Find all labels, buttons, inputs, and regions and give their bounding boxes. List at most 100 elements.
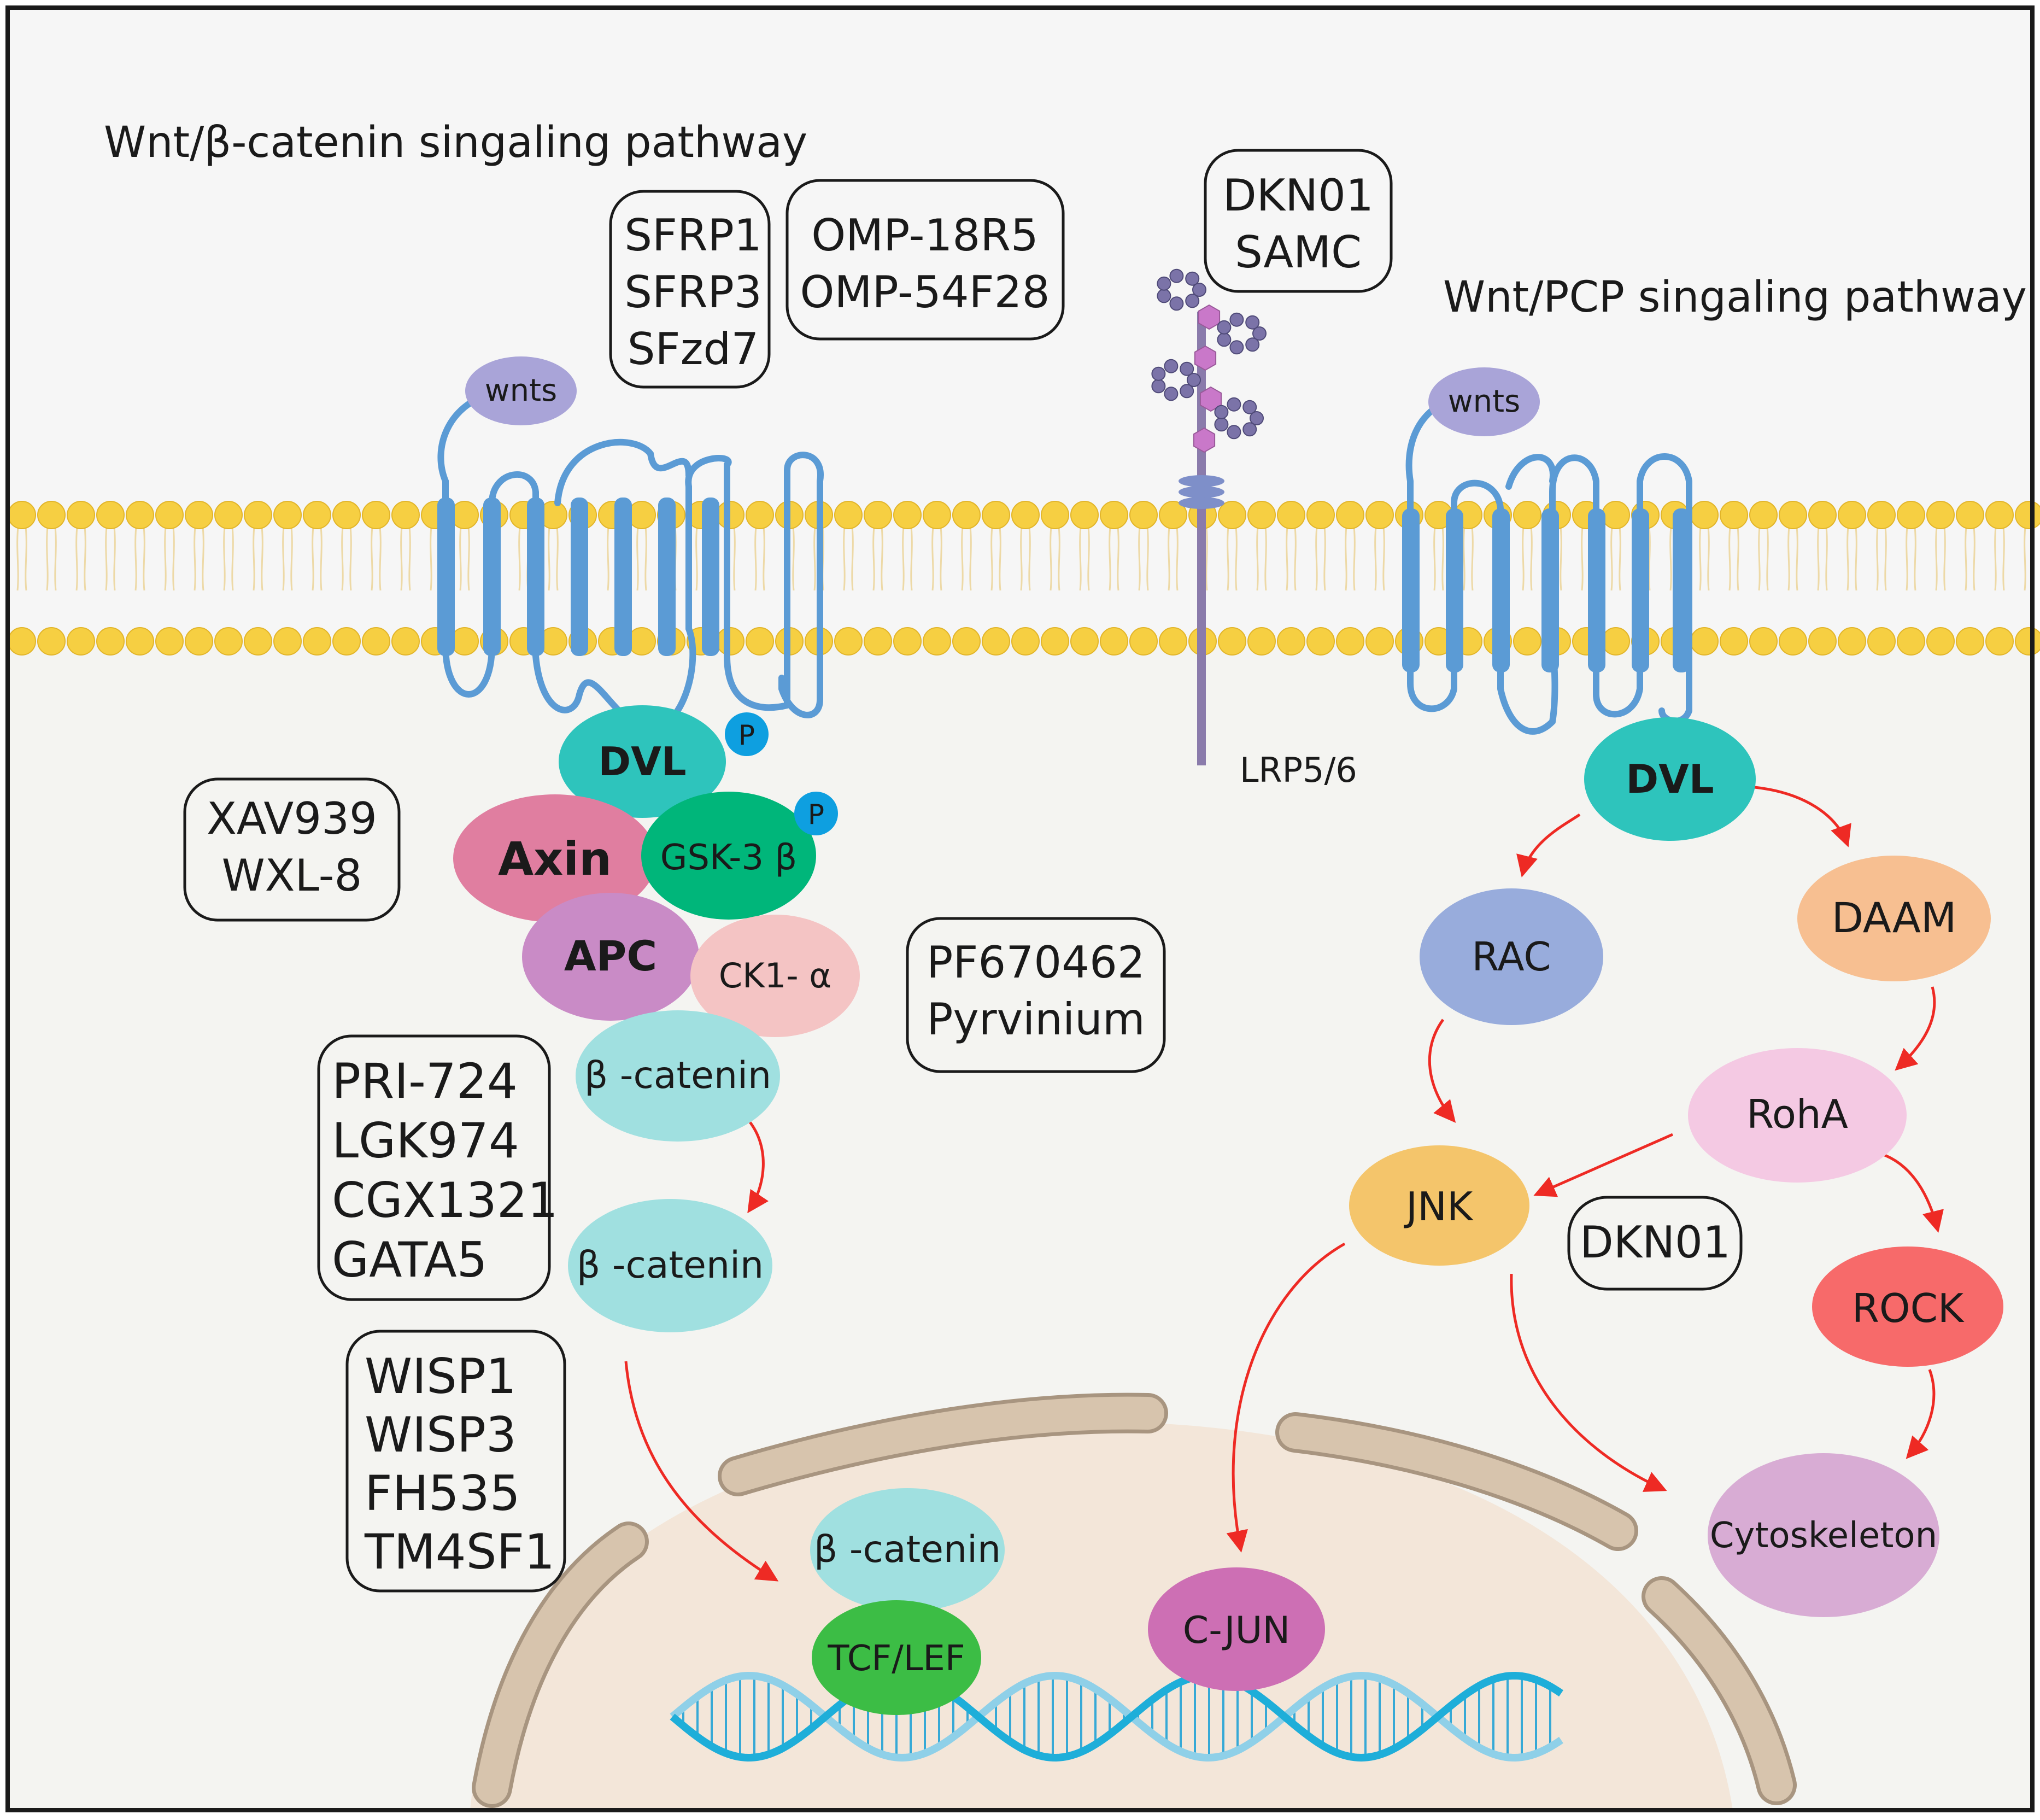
lipid-head-outer (1129, 501, 1158, 529)
cytoskeleton: Cytoskeleton (1708, 1453, 1939, 1617)
lipid-head-outer (1277, 501, 1305, 529)
axin-label: Axin (498, 832, 612, 886)
lipid-tail (1825, 522, 1828, 591)
lipid-head-inner (155, 627, 184, 656)
lipid-head-inner (185, 627, 213, 656)
lipid-tail (1913, 522, 1916, 591)
lipid-head-outer (864, 501, 892, 529)
lipid-head-inner (2015, 627, 2040, 656)
lipid-tail (969, 522, 972, 591)
lipid-head-inner (1100, 627, 1128, 656)
box-pri-line-1: PRI-724 (332, 1053, 518, 1109)
lipid-head-outer (126, 501, 154, 529)
lipid-head-outer (155, 501, 184, 529)
lipid-head-inner (8, 627, 36, 656)
apc: APC (522, 893, 699, 1021)
box-pri: PRI-724 LGK974 CGX1321 GATA5 (317, 1034, 558, 1301)
lipid-tail (1787, 522, 1791, 591)
lipid-tail (1994, 522, 1997, 591)
nucleus (470, 1392, 1797, 1810)
lrp-coreceptor (1151, 268, 1267, 765)
glycan-bead (1151, 366, 1166, 381)
wnts-right: wnts (1428, 367, 1540, 436)
lipid-tail (695, 522, 699, 591)
frizzled-receptor-right (1402, 396, 1692, 735)
box-dkn01-samc-line-1: DKN01 (1223, 170, 1374, 221)
dna-helix (670, 1671, 1563, 1762)
lipid-tail (1906, 522, 1909, 591)
lipid-tail (378, 522, 382, 591)
lipid-tail (371, 522, 374, 591)
lipid-head-outer (214, 501, 243, 529)
lipid-tail (1470, 522, 1474, 591)
lipid-head-outer (37, 501, 66, 529)
lipid-tail (1441, 522, 1444, 591)
lipid-tail (1087, 522, 1090, 591)
lipid-tail (1581, 522, 1584, 591)
tm-helix-r5 (1588, 508, 1605, 672)
dvl-left: DVL (559, 705, 726, 818)
lipid-tail (754, 522, 758, 591)
lipid-tail (46, 522, 49, 591)
lipid-head-inner (923, 627, 951, 656)
lipid-tail (1175, 522, 1179, 591)
lipid-head-inner (1808, 627, 1837, 656)
rock-label: ROCK (1852, 1285, 1965, 1331)
arrow-daam-to-roha (1895, 986, 1936, 1071)
dvl-right-label: DVL (1626, 756, 1714, 802)
tm-helix-4 (571, 498, 588, 656)
lipid-head-inner (1129, 627, 1158, 656)
box-omp: OMP-18R5 OMP-54F28 (785, 179, 1065, 341)
daam-label: DAAM (1832, 893, 1957, 942)
lipid-tail (1965, 522, 1968, 591)
lipid-tail (1264, 522, 1267, 591)
lipid-head-outer (834, 501, 863, 529)
wnts-right-label: wnts (1448, 384, 1520, 419)
box-sfrp: SFRP1 SFRP3 SFzd7 (609, 190, 771, 389)
box-sfrp-line-1: SFRP1 (624, 210, 762, 261)
lipid-head-outer (952, 501, 981, 529)
glycan-bead (1169, 268, 1184, 283)
glycan-bead (1245, 337, 1260, 352)
lipid-tail (1146, 522, 1149, 591)
glycan-bead (1250, 411, 1264, 425)
lrp-glycan-chain (1151, 268, 1267, 453)
lipid-head-outer (923, 501, 951, 529)
lipid-head-outer (1897, 501, 1925, 529)
lipid-head-outer (450, 501, 479, 529)
arrow-bcat-to-bcat (747, 1120, 769, 1214)
lrp-band-2 (1179, 486, 1224, 498)
box-pf: PF670462 Pyrvinium (906, 917, 1166, 1073)
glycan-hexagon (1198, 304, 1221, 330)
lipid-head-inner (628, 627, 656, 656)
tcf-lef-label: TCF/LEF (827, 1638, 965, 1679)
lipid-tail (607, 522, 610, 591)
box-sfrp-line-3: SFzd7 (628, 324, 759, 374)
lipid-head-inner (893, 627, 922, 656)
lipid-tail (813, 522, 817, 591)
lipid-tail (54, 522, 57, 591)
lipid-tail (253, 522, 256, 591)
lipid-tail (1846, 522, 1850, 591)
glycan-bead (1164, 387, 1179, 401)
c-jun: C-JUN (1148, 1567, 1325, 1691)
glycan-bead (1151, 379, 1166, 394)
glycan-bead (1214, 405, 1229, 419)
lipid-head-outer (185, 501, 213, 529)
bcatenin-2: β -catenin (568, 1199, 772, 1332)
lipid-tail (400, 522, 403, 591)
lipid-tail (1315, 522, 1318, 591)
lipid-head-inner (1070, 627, 1099, 656)
tm-helix-3 (527, 498, 544, 656)
lipid-tail (1943, 522, 1946, 591)
lipid-head-outer (1779, 501, 1807, 529)
box-pf-line-2: Pyrvinium (927, 994, 1145, 1045)
glycan-hexagon (1194, 345, 1217, 371)
rac-label: RAC (1472, 934, 1551, 980)
lipid-tail (105, 522, 108, 591)
cytoskeleton-label: Cytoskeleton (1710, 1515, 1937, 1556)
box-wisp-line-4: TM4SF1 (364, 1524, 555, 1580)
box-dkn01-samc-line-2: SAMC (1235, 227, 1362, 278)
lipid-tail (1109, 522, 1112, 591)
jnk-label: JNK (1404, 1184, 1474, 1230)
